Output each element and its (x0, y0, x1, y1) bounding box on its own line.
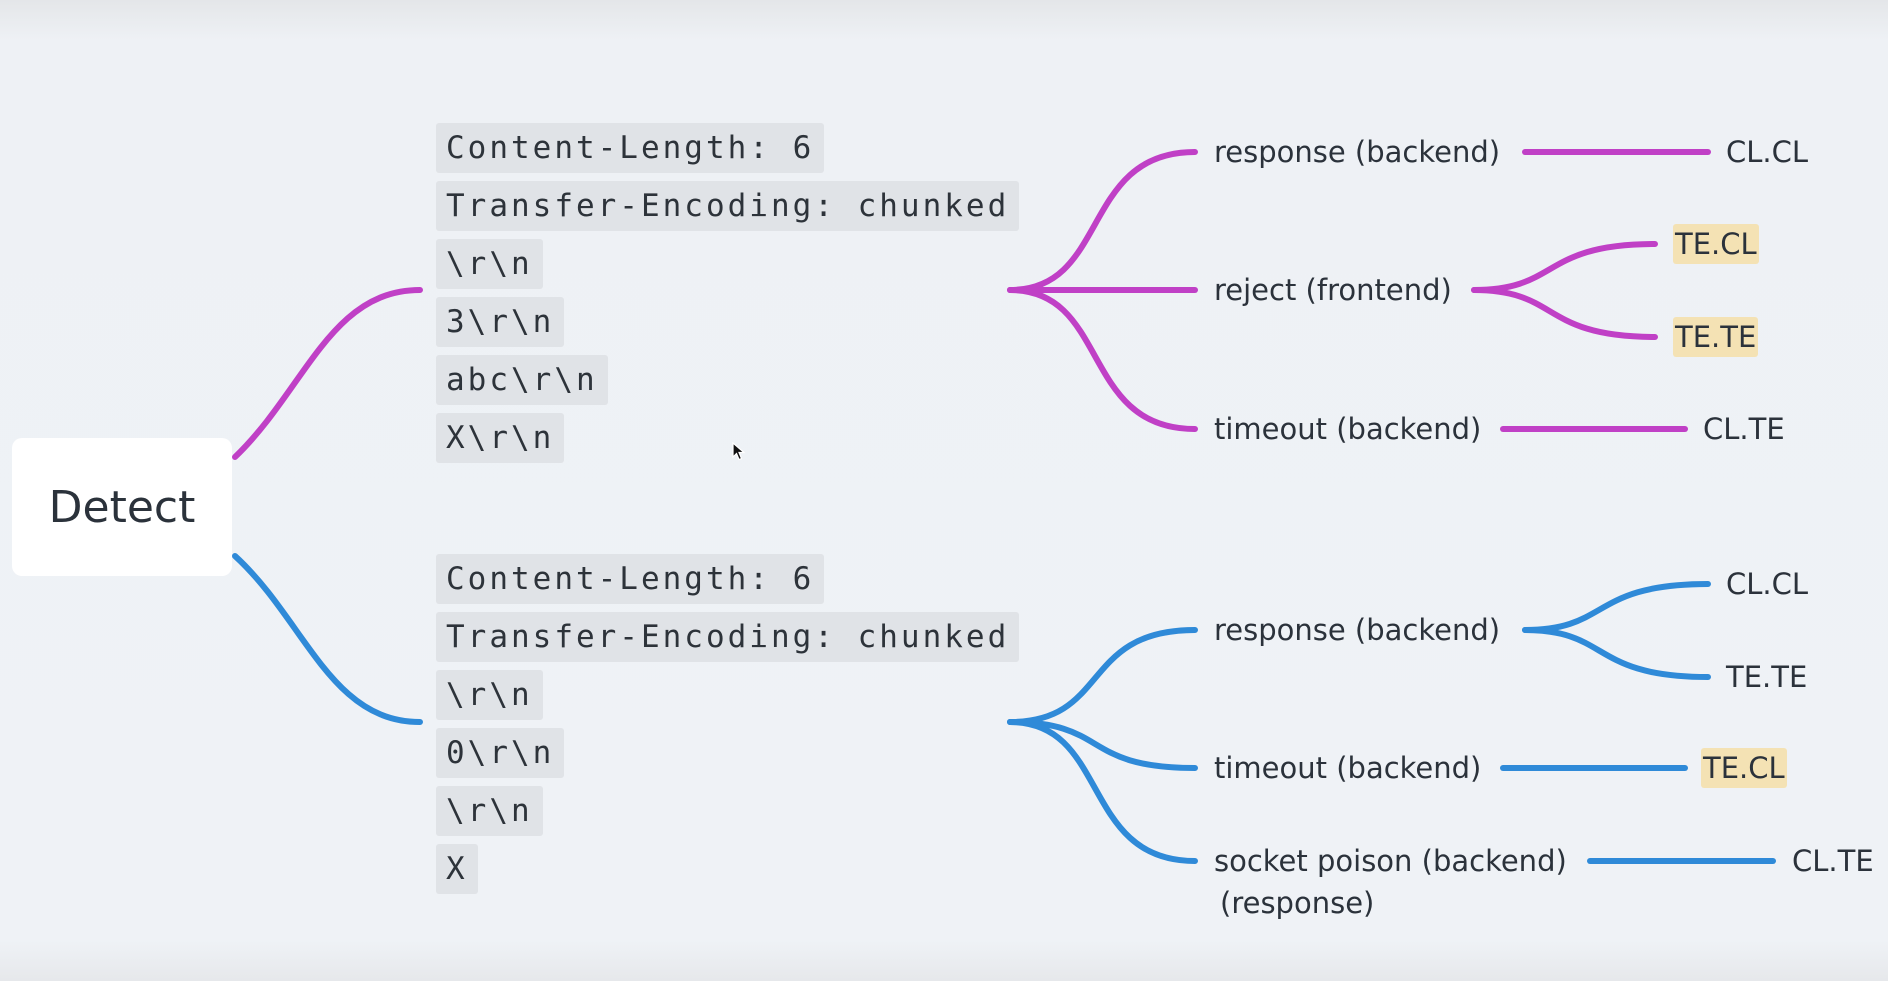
result-leaf-highlighted: TE.CL (1701, 748, 1787, 788)
outcome-label: response (backend) (1214, 613, 1501, 647)
code-line: Transfer-Encoding: chunked (436, 181, 1020, 231)
result-leaf: CL.CL (1726, 135, 1809, 169)
edge-reject-to-tecl (1471, 241, 1658, 293)
root-node: Detect (12, 438, 232, 576)
edge-reject-to-tete (1471, 287, 1658, 340)
code-line: Content-Length: 6 (436, 554, 825, 604)
code-line: 3\r\n (436, 297, 565, 347)
root-label: Detect (48, 481, 196, 533)
mouse-cursor-icon (732, 442, 746, 461)
result-leaf: CL.TE (1792, 844, 1874, 878)
result-leaf: TE.TE (1726, 660, 1808, 694)
edge-top-to-response (1007, 149, 1198, 293)
edge-root-to-bottom-request (232, 553, 423, 725)
outcome-label: reject (frontend) (1214, 273, 1452, 307)
outcome-sublabel: (response) (1220, 886, 1375, 920)
outcome-label: response (backend) (1214, 135, 1501, 169)
code-line: X\r\n (436, 413, 565, 463)
code-line: abc\r\n (436, 355, 608, 405)
code-line: \r\n (436, 786, 543, 836)
result-leaf-highlighted: TE.TE (1673, 317, 1759, 357)
edge-response-to-clcl (1522, 581, 1711, 633)
outcome-label: timeout (backend) (1214, 412, 1482, 446)
result-leaf: CL.TE (1703, 412, 1785, 446)
code-line: \r\n (436, 239, 543, 289)
edge-root-to-top-request (232, 287, 423, 460)
outcome-label: socket poison (backend) (1214, 844, 1567, 878)
outcome-label: timeout (backend) (1214, 751, 1482, 785)
edge-top-to-timeout (1007, 287, 1198, 432)
result-leaf: CL.CL (1726, 567, 1809, 601)
code-line: Transfer-Encoding: chunked (436, 612, 1020, 662)
code-line: 0\r\n (436, 728, 565, 778)
edge-bottom-to-socket-poison (1007, 719, 1198, 864)
code-line: Content-Length: 6 (436, 123, 825, 173)
edge-response-to-tete (1522, 627, 1711, 680)
result-leaf-highlighted: TE.CL (1673, 224, 1759, 264)
top-request-block: Content-Length: 6 Transfer-Encoding: chu… (436, 123, 1020, 471)
edge-bottom-to-response (1007, 627, 1198, 725)
bottom-request-block: Content-Length: 6 Transfer-Encoding: chu… (436, 554, 1020, 902)
code-line: \r\n (436, 670, 543, 720)
edge-bottom-to-timeout (1007, 719, 1198, 771)
code-line: X (436, 844, 478, 894)
